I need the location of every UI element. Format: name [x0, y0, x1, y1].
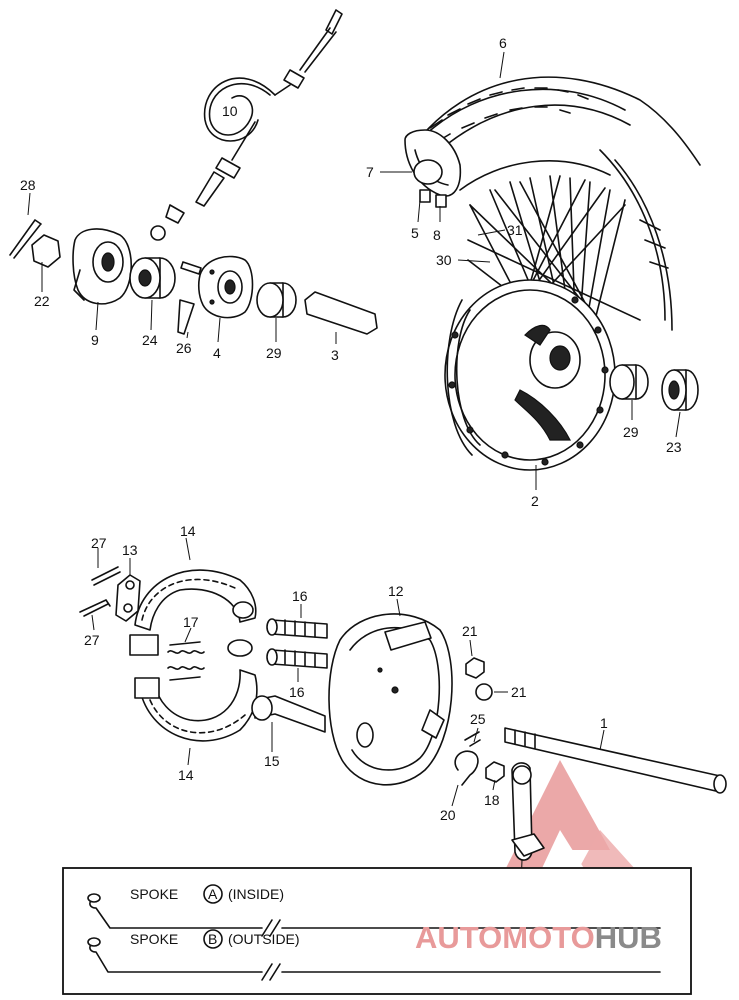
- callout-15: 15: [264, 753, 280, 769]
- spoke-b-word: SPOKE: [130, 931, 178, 947]
- callout-6: 6: [499, 35, 507, 51]
- speedometer-cable: [165, 9, 343, 224]
- washer-21b: [475, 683, 493, 701]
- callout-22: 22: [34, 293, 50, 309]
- nut-21a: [465, 657, 485, 679]
- brake-cam-15: [251, 695, 326, 733]
- bearing-24: [129, 257, 176, 299]
- callout-3: 3: [331, 347, 339, 363]
- leader-lines: [27, 51, 681, 887]
- stud-16-lower: [266, 648, 328, 669]
- callout-17: 17: [183, 614, 199, 630]
- brake-shoe-upper: [129, 569, 257, 656]
- callout-4: 4: [213, 345, 221, 361]
- spoke-a-letter: A: [208, 886, 218, 902]
- tire-tread: [429, 87, 589, 141]
- stud-16-upper: [266, 618, 328, 639]
- speedometer-gearbox: [72, 228, 132, 305]
- callout-14b: 14: [178, 767, 194, 783]
- rear-hub: [444, 279, 616, 471]
- callout-20: 20: [440, 807, 456, 823]
- callout-27a: 27: [91, 535, 107, 551]
- spoke-a-drawing: [87, 893, 661, 937]
- spoke-b-note: (OUTSIDE): [228, 931, 300, 947]
- callout-5: 5: [411, 225, 419, 241]
- spoke-b-drawing: [87, 937, 661, 981]
- watermark-auto: AUTO: [415, 920, 502, 955]
- spoke-b-circle: [203, 929, 223, 949]
- cable-nut: [150, 225, 166, 241]
- callout-1: 1: [600, 715, 608, 731]
- cotter-pin: [9, 219, 42, 259]
- cotter-pin-27a: [91, 566, 121, 586]
- callout-8: 8: [433, 227, 441, 243]
- callout-27b: 27: [84, 632, 100, 648]
- spoke-a-word: SPOKE: [130, 886, 178, 902]
- watermark-moto: MOTO: [502, 920, 594, 955]
- flange-4: [197, 255, 254, 319]
- axle-nut-22: [31, 234, 61, 268]
- callout-28: 28: [20, 177, 36, 193]
- brake-panel-12: [328, 613, 453, 786]
- spring-20: [454, 750, 479, 786]
- callout-26: 26: [176, 340, 192, 356]
- callout-7: 7: [366, 164, 374, 180]
- axle-1: [504, 727, 727, 794]
- callout-31: 31: [507, 222, 523, 238]
- callout-30: 30: [436, 252, 452, 268]
- callout-25: 25: [470, 711, 486, 727]
- hub-bearings-right: [609, 364, 699, 411]
- callout-21b: 21: [511, 684, 527, 700]
- spoke-a-note: (INSIDE): [228, 886, 284, 902]
- brake-arm-19: [511, 762, 545, 861]
- callout-16a: 16: [292, 588, 308, 604]
- nut-18: [485, 761, 505, 783]
- bearing-29-left: [256, 282, 297, 318]
- callout-12: 12: [388, 583, 404, 599]
- callout-29a: 29: [266, 345, 282, 361]
- cotter-pin-27b: [79, 599, 111, 617]
- callout-16b: 16: [289, 684, 305, 700]
- pin-26: [177, 299, 195, 335]
- callout-13: 13: [122, 542, 138, 558]
- shoe-spring-17: [167, 641, 205, 681]
- callout-9: 9: [91, 332, 99, 348]
- small-bolt: [180, 261, 202, 275]
- callout-23: 23: [666, 439, 682, 455]
- svg-text:AUTOMOTOHUB: AUTOMOTOHUB: [415, 920, 662, 955]
- callout-29b: 29: [623, 424, 639, 440]
- watermark-hub: HUB: [595, 920, 662, 955]
- watermark-text: AUTOMOTOHUB: [415, 920, 662, 955]
- callout-10: 10: [222, 103, 238, 119]
- callout-14a: 14: [180, 523, 196, 539]
- brake-shoe-lower: [134, 639, 258, 742]
- callout-2: 2: [531, 493, 539, 509]
- callout-24: 24: [142, 332, 158, 348]
- collar-3: [304, 291, 378, 335]
- spoke-b-letter: B: [208, 931, 217, 947]
- spokes: [467, 175, 641, 346]
- callout-21a: 21: [462, 623, 478, 639]
- callout-18: 18: [484, 792, 500, 808]
- spoke-legend-box: SPOKE A (INSIDE) SPOKE B (OUTSIDE): [62, 867, 692, 995]
- spoke-a-circle: [203, 884, 223, 904]
- tire-wheel-assembly: [404, 76, 701, 471]
- pin-25: [464, 731, 481, 747]
